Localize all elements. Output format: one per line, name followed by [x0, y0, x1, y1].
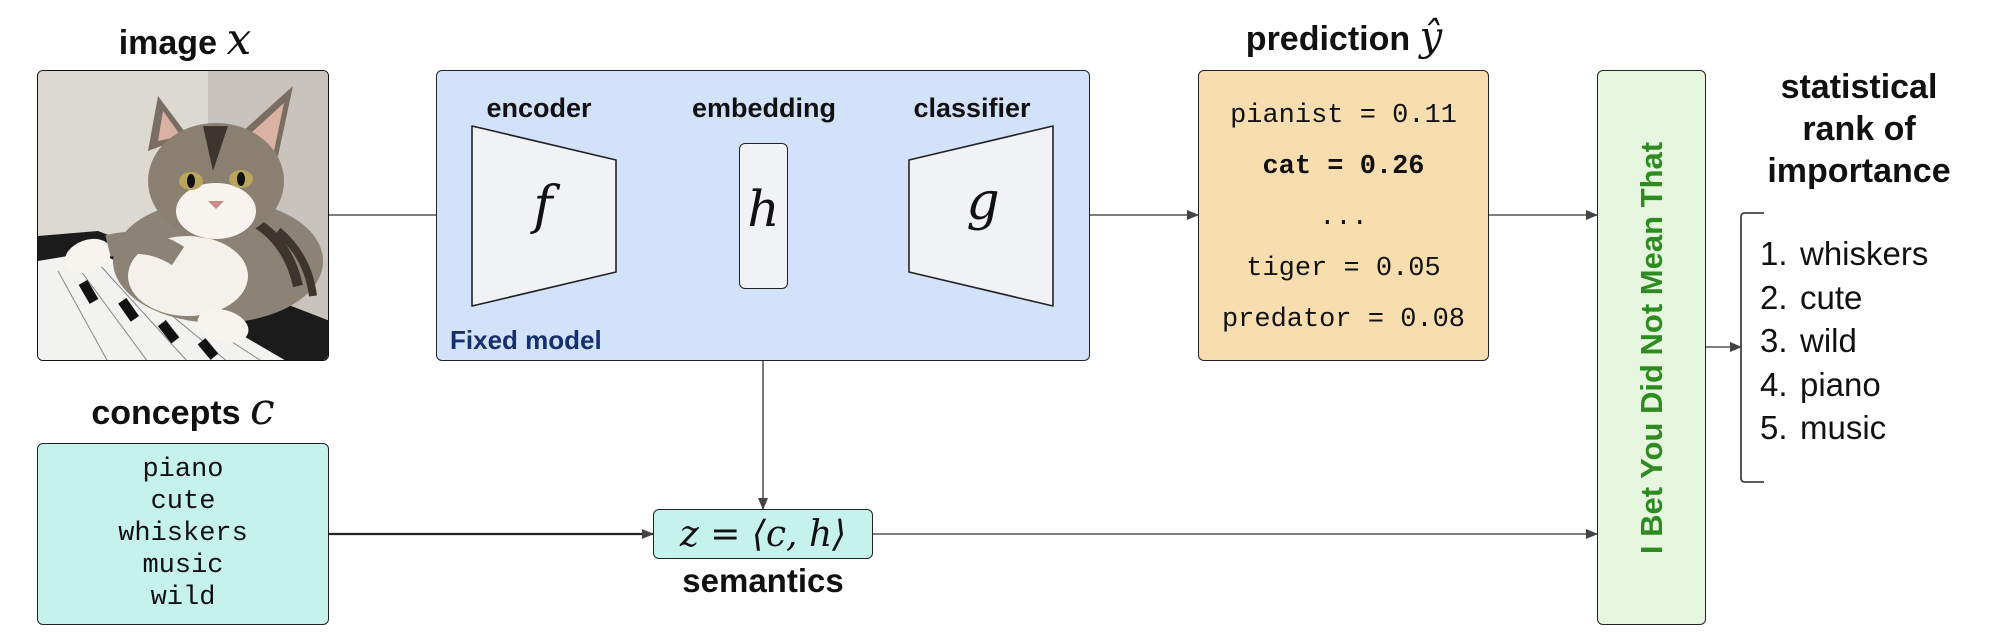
cat-image [37, 70, 329, 361]
prediction-line: tiger = 0.05 [1246, 254, 1441, 284]
ranking-item-text: piano [1800, 365, 1881, 403]
ranking-title-line-3: importance [1767, 152, 1951, 190]
ranking-title-line-1: statistical [1780, 68, 1938, 106]
image-title: image x [118, 14, 252, 65]
encoder-label: encoder [486, 93, 592, 123]
prediction-line: predator = 0.08 [1221, 305, 1466, 335]
concept-item: music [142, 551, 224, 581]
prediction-panel: pianist = 0.11 cat = 0.26... tiger = 0.05 p… [1198, 70, 1489, 361]
concepts-title: concepts c [91, 384, 275, 435]
ranking-item: 3. wild [1760, 319, 1980, 363]
test-panel: I Bet You Did Not Mean That [1597, 70, 1706, 625]
concept-item: whiskers [118, 519, 248, 549]
ranking-item-number: 5. [1760, 409, 1788, 446]
ranking-item-text: music [1800, 409, 1887, 446]
ranking-list: 1. whiskers 2. cute 3. wild 4. piano 5. music [1760, 232, 1980, 450]
ranking-item: 5. music [1760, 406, 1980, 450]
semantics-box: z = ⟨c, h⟩ [653, 509, 873, 559]
prediction-list: pianist = 0.11 cat = 0.26... tiger = 0.05 p… [1199, 91, 1488, 346]
test-label: I Bet You Did Not Mean That [1633, 141, 1669, 554]
encoder-symbol: f [533, 176, 553, 236]
ranking-item-number: 2. [1760, 278, 1788, 316]
ranking-item: 4. piano [1760, 363, 1980, 407]
ranking-item-number: 3. [1760, 322, 1788, 359]
embedding-label: embedding [691, 93, 836, 123]
ranking-title-line-2: rank of [1802, 110, 1916, 148]
ranking-title: statistical rank of importance [1734, 66, 1984, 192]
ranking-item-text: cute [1800, 278, 1863, 316]
ranking-item: 1. whiskers [1760, 232, 1980, 276]
classifier-label: classifier [913, 93, 1031, 123]
fixed-model-caption: Fixed model [450, 325, 602, 355]
ranking-item-text: whiskers [1800, 235, 1929, 272]
embedding-symbol: h [747, 180, 780, 238]
ranking-bracket [1740, 212, 1764, 483]
ranking-item-text: wild [1800, 322, 1857, 359]
ranking-item: 2. cute [1760, 276, 1980, 320]
prediction-line: cat = 0.26 [1262, 152, 1425, 182]
prediction-line: pianist = 0.11 [1230, 101, 1457, 131]
concept-item: wild [150, 583, 216, 613]
prediction-variable: ŷ [1419, 14, 1443, 60]
prediction-line: ... [1319, 203, 1368, 233]
semantics-formula: z = ⟨c, h⟩ [679, 514, 847, 555]
prediction-title: prediction ŷ [1245, 14, 1443, 60]
embedding-block [739, 143, 788, 289]
concepts-variable: c [250, 384, 275, 435]
ranking-item-number: 4. [1760, 365, 1788, 403]
encoder-block [471, 125, 617, 307]
classifier-block [908, 125, 1054, 307]
concept-item: cute [150, 487, 216, 517]
classifier-symbol: g [966, 172, 1000, 232]
ranking-item-number: 1. [1760, 235, 1788, 272]
image-variable: x [226, 14, 252, 65]
semantics-label: semantics [682, 562, 844, 599]
concept-item: piano [142, 455, 224, 485]
cat-on-piano-illustration [38, 71, 328, 360]
